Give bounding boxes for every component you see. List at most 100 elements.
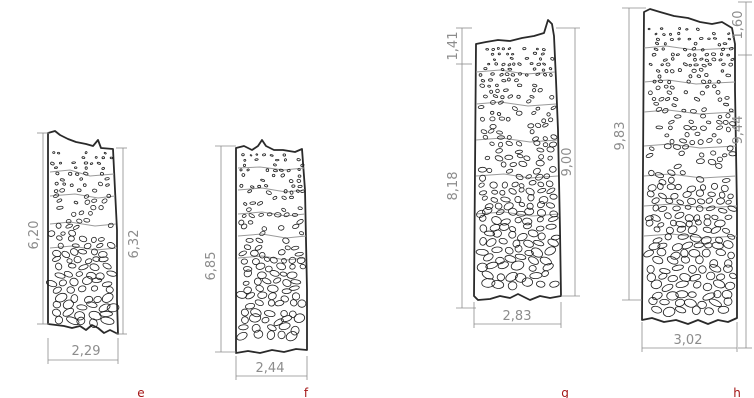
- stone-mark: [667, 80, 672, 85]
- stone-mark: [78, 285, 87, 293]
- stone-mark: [96, 243, 104, 249]
- stone-mark: [665, 197, 674, 204]
- stone-mark: [701, 63, 707, 68]
- stone-mark: [729, 47, 734, 51]
- stone-mark: [727, 32, 731, 35]
- stone-mark: [491, 189, 499, 195]
- stone-mark: [542, 62, 546, 66]
- stone-mark: [254, 244, 263, 251]
- stone-mark: [526, 202, 534, 210]
- stone-mark: [514, 195, 522, 203]
- section-f-label: f: [304, 386, 309, 398]
- stone-mark: [239, 168, 243, 172]
- stone-mark: [489, 141, 495, 146]
- stone-mark: [277, 330, 286, 340]
- stone-mark: [518, 160, 528, 167]
- stone-mark: [548, 216, 559, 222]
- stone-mark: [696, 205, 704, 212]
- stone-mark: [284, 245, 291, 251]
- stone-mark: [696, 176, 705, 183]
- stone-mark: [648, 297, 658, 306]
- stone-mark: [299, 263, 306, 270]
- stone-mark: [106, 303, 120, 313]
- stone-mark: [655, 85, 661, 91]
- stone-mark: [59, 161, 62, 165]
- stone-mark: [236, 331, 248, 341]
- stone-mark: [55, 171, 60, 176]
- stone-mark: [84, 166, 88, 170]
- stone-mark: [242, 280, 250, 286]
- stone-mark: [499, 189, 506, 196]
- stone-mark: [688, 249, 701, 258]
- stone-mark: [663, 84, 669, 89]
- stone-mark: [501, 181, 508, 189]
- stone-mark: [508, 230, 517, 239]
- stone-mark: [81, 156, 86, 159]
- stone-mark: [254, 158, 259, 161]
- stone-mark: [707, 79, 712, 84]
- stone-mark: [547, 155, 553, 161]
- stone-mark: [84, 151, 88, 155]
- section-f-width-dimension: 2,44: [235, 356, 308, 380]
- stone-mark: [662, 306, 676, 317]
- stone-mark: [276, 262, 286, 271]
- stone-mark: [668, 119, 675, 125]
- stone-mark: [290, 279, 302, 285]
- stone-mark: [496, 130, 503, 135]
- stone-mark: [495, 209, 505, 216]
- stone-mark: [503, 202, 514, 211]
- section-f-left-dimension: 6,85: [204, 145, 236, 353]
- stone-mark: [674, 211, 685, 219]
- stone-mark: [691, 68, 697, 73]
- stone-mark: [497, 135, 505, 140]
- stone-mark: [697, 300, 707, 309]
- stone-mark: [261, 316, 270, 324]
- stone-mark: [88, 211, 93, 216]
- stone-mark: [271, 173, 276, 178]
- stone-mark: [541, 270, 549, 277]
- stone-mark: [254, 299, 264, 307]
- stone-mark: [704, 73, 709, 77]
- stone-mark: [54, 181, 59, 186]
- stone-mark: [653, 226, 661, 233]
- stone-mark: [664, 212, 672, 220]
- stone-mark: [546, 202, 556, 209]
- stone-mark: [283, 212, 290, 218]
- stone-mark: [245, 292, 255, 300]
- stone-mark: [106, 270, 117, 277]
- stone-mark: [695, 189, 705, 197]
- stone-mark: [706, 205, 716, 212]
- stone-mark: [673, 163, 682, 170]
- stone-mark: [263, 256, 270, 262]
- stone-mark: [644, 215, 654, 222]
- stone-mark: [721, 62, 726, 66]
- stone-mark: [243, 266, 253, 272]
- stone-mark: [243, 159, 247, 162]
- stone-mark: [705, 197, 713, 204]
- stone-mark: [296, 178, 302, 183]
- stone-mark: [729, 121, 737, 127]
- stone-mark: [55, 292, 68, 303]
- stone-mark: [75, 172, 80, 176]
- section-h-left-height: 9,83: [613, 122, 628, 151]
- stone-mark: [715, 236, 723, 244]
- stone-mark: [240, 308, 249, 317]
- stone-mark: [500, 161, 507, 168]
- stone-mark: [664, 233, 672, 241]
- stone-mark: [89, 318, 98, 328]
- stone-mark: [94, 156, 98, 159]
- stone-mark: [53, 193, 60, 198]
- stone-mark: [69, 277, 79, 287]
- stone-mark: [691, 305, 701, 315]
- stone-mark: [545, 180, 554, 188]
- stone-mark: [682, 144, 689, 150]
- stone-mark: [516, 153, 524, 159]
- stone-mark: [269, 270, 280, 277]
- stone-mark: [500, 68, 505, 72]
- stone-mark: [725, 113, 731, 119]
- stone-mark: [59, 178, 65, 182]
- stone-mark: [539, 57, 542, 61]
- stone-mark: [63, 270, 73, 278]
- stone-mark: [725, 199, 732, 205]
- section-h-right-height: 9,44: [731, 116, 746, 145]
